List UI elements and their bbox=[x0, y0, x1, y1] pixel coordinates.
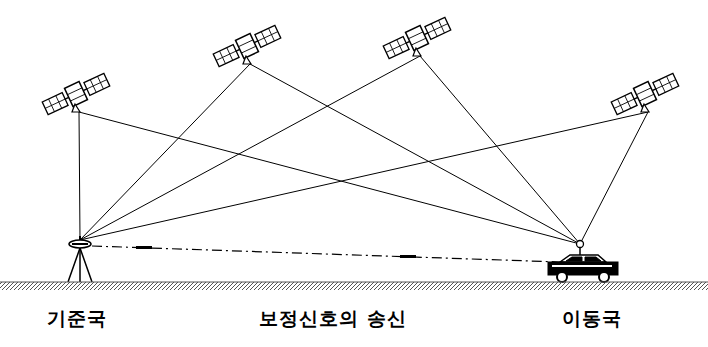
satellite bbox=[610, 71, 680, 118]
station-label: 기준국 bbox=[47, 306, 107, 332]
link-dashes bbox=[136, 246, 416, 258]
ground-line bbox=[0, 282, 708, 283]
reference-station bbox=[68, 236, 92, 282]
station-label: 이동국 bbox=[562, 306, 622, 332]
signal-lines bbox=[79, 56, 648, 244]
mobile-station-car bbox=[548, 241, 618, 283]
signal-label: 보정신호의 송신 bbox=[259, 306, 407, 332]
satellite bbox=[212, 23, 282, 70]
satellite bbox=[41, 71, 111, 118]
ground bbox=[0, 282, 708, 290]
satellite bbox=[382, 15, 452, 62]
correction-link bbox=[92, 246, 560, 262]
